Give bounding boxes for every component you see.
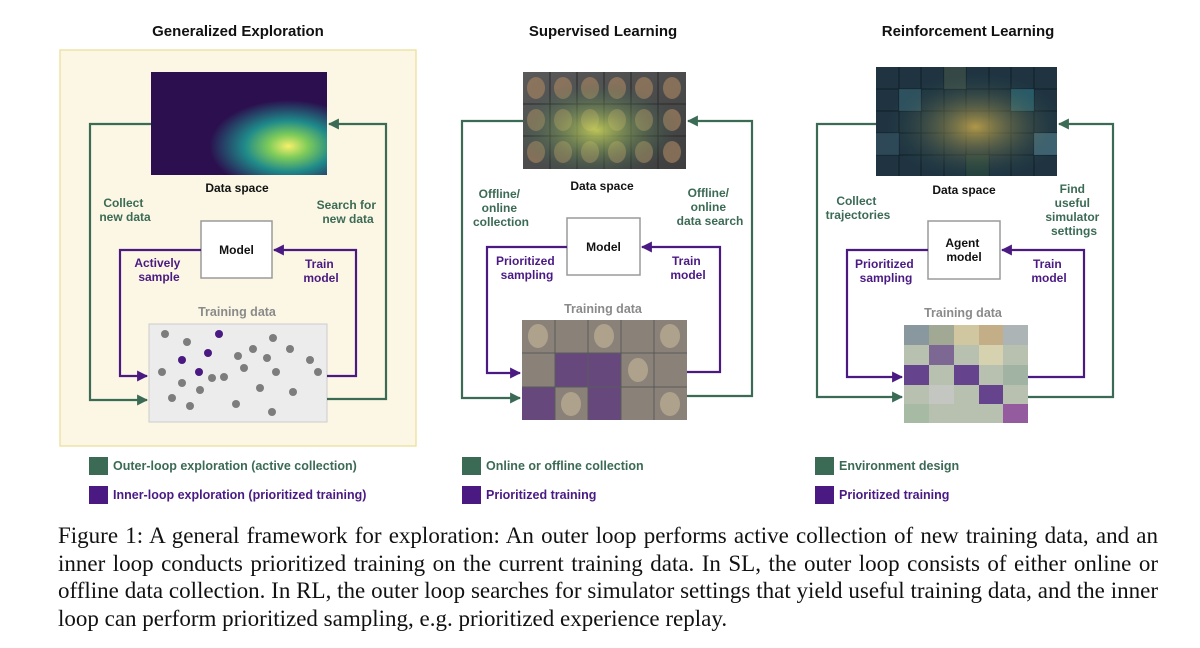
model-label: Agent model xyxy=(945,236,982,264)
legend-outer-label: Environment design xyxy=(839,459,959,473)
legend-outer-swatch xyxy=(815,457,834,475)
panel-title: Generalized Exploration xyxy=(152,23,324,40)
inner-right-label: Train model xyxy=(303,257,338,285)
outer-loop-right-arrow xyxy=(686,115,754,398)
model-label: Model xyxy=(219,243,254,257)
figure-diagram: Generalized Exploration Data space Model… xyxy=(59,23,1115,504)
panel-supervised-learning: Supervised Learning D xyxy=(460,23,754,504)
model-box xyxy=(566,217,641,276)
model-box xyxy=(200,220,273,279)
data-space-label: Data space xyxy=(932,183,996,197)
training-points xyxy=(158,330,322,416)
inner-loop-left-arrow xyxy=(845,248,928,383)
outer-right-label: Find useful simulator settings xyxy=(1045,182,1102,238)
legend-inner-swatch xyxy=(815,486,834,504)
inner-right-label: Train model xyxy=(1031,257,1066,285)
legend-inner-swatch xyxy=(462,486,481,504)
outer-left-label: Collect trajectories xyxy=(826,194,891,222)
legend-outer-swatch xyxy=(89,457,108,475)
caption-label: Figure 1: xyxy=(58,523,144,548)
legend-outer-label: Outer-loop exploration (active collectio… xyxy=(113,459,357,473)
panel-title: Supervised Learning xyxy=(529,23,677,40)
outer-left-label: Collect new data xyxy=(99,196,151,224)
inner-loop-right-arrow xyxy=(1000,244,1086,379)
outer-left-label: Offline/ online collection xyxy=(473,187,529,229)
outer-loop-right-arrow xyxy=(1028,118,1115,399)
inner-right-label: Train model xyxy=(670,254,705,282)
panel-title: Reinforcement Learning xyxy=(882,23,1055,40)
panel-generalized-exploration: Generalized Exploration Data space Model… xyxy=(59,23,417,504)
data-space-label: Data space xyxy=(570,179,634,193)
inner-left-label: Actively sample xyxy=(134,256,183,284)
caption-text: A general framework for exploration: An … xyxy=(58,523,1158,631)
outer-loop-left-arrow xyxy=(460,119,523,404)
outer-right-label: Search for new data xyxy=(317,198,380,226)
legend-outer-swatch xyxy=(462,457,481,475)
model-box xyxy=(927,220,1001,280)
figure-caption: Figure 1:A general framework for explora… xyxy=(58,522,1158,632)
legend-inner-label: Prioritized training xyxy=(486,488,596,502)
outer-loop-left-arrow xyxy=(88,122,151,406)
outer-loop-right-arrow xyxy=(327,118,388,401)
legend-outer-label: Online or offline collection xyxy=(486,459,644,473)
data-space-image xyxy=(151,72,327,175)
training-data-image xyxy=(904,325,1028,423)
inner-left-label: Prioritized sampling xyxy=(496,254,558,282)
inner-loop-left-arrow xyxy=(118,248,201,382)
training-data-box xyxy=(148,323,328,423)
inner-loop-left-arrow xyxy=(485,245,567,379)
data-space-image xyxy=(523,72,686,169)
legend-inner-label: Inner-loop exploration (prioritized trai… xyxy=(113,488,366,502)
prioritized-points xyxy=(178,330,223,376)
inner-loop-right-arrow xyxy=(272,244,358,378)
training-data-label: Training data xyxy=(198,305,277,319)
training-data-label: Training data xyxy=(564,302,643,316)
training-data-label: Training data xyxy=(924,306,1003,320)
outer-right-label: Offline/ online data search xyxy=(677,186,744,228)
training-data-image xyxy=(522,320,687,420)
panel-reinforcement-learning: Reinforcement Learning Data space Agent xyxy=(815,23,1115,504)
inner-left-label: Prioritized sampling xyxy=(855,257,917,285)
inner-loop-right-arrow xyxy=(640,241,722,374)
model-label: Model xyxy=(586,240,621,254)
outer-loop-left-arrow xyxy=(815,122,904,403)
data-space-label: Data space xyxy=(205,181,269,195)
legend-inner-swatch xyxy=(89,486,108,504)
legend-inner-label: Prioritized training xyxy=(839,488,949,502)
data-space-image xyxy=(876,67,1057,176)
